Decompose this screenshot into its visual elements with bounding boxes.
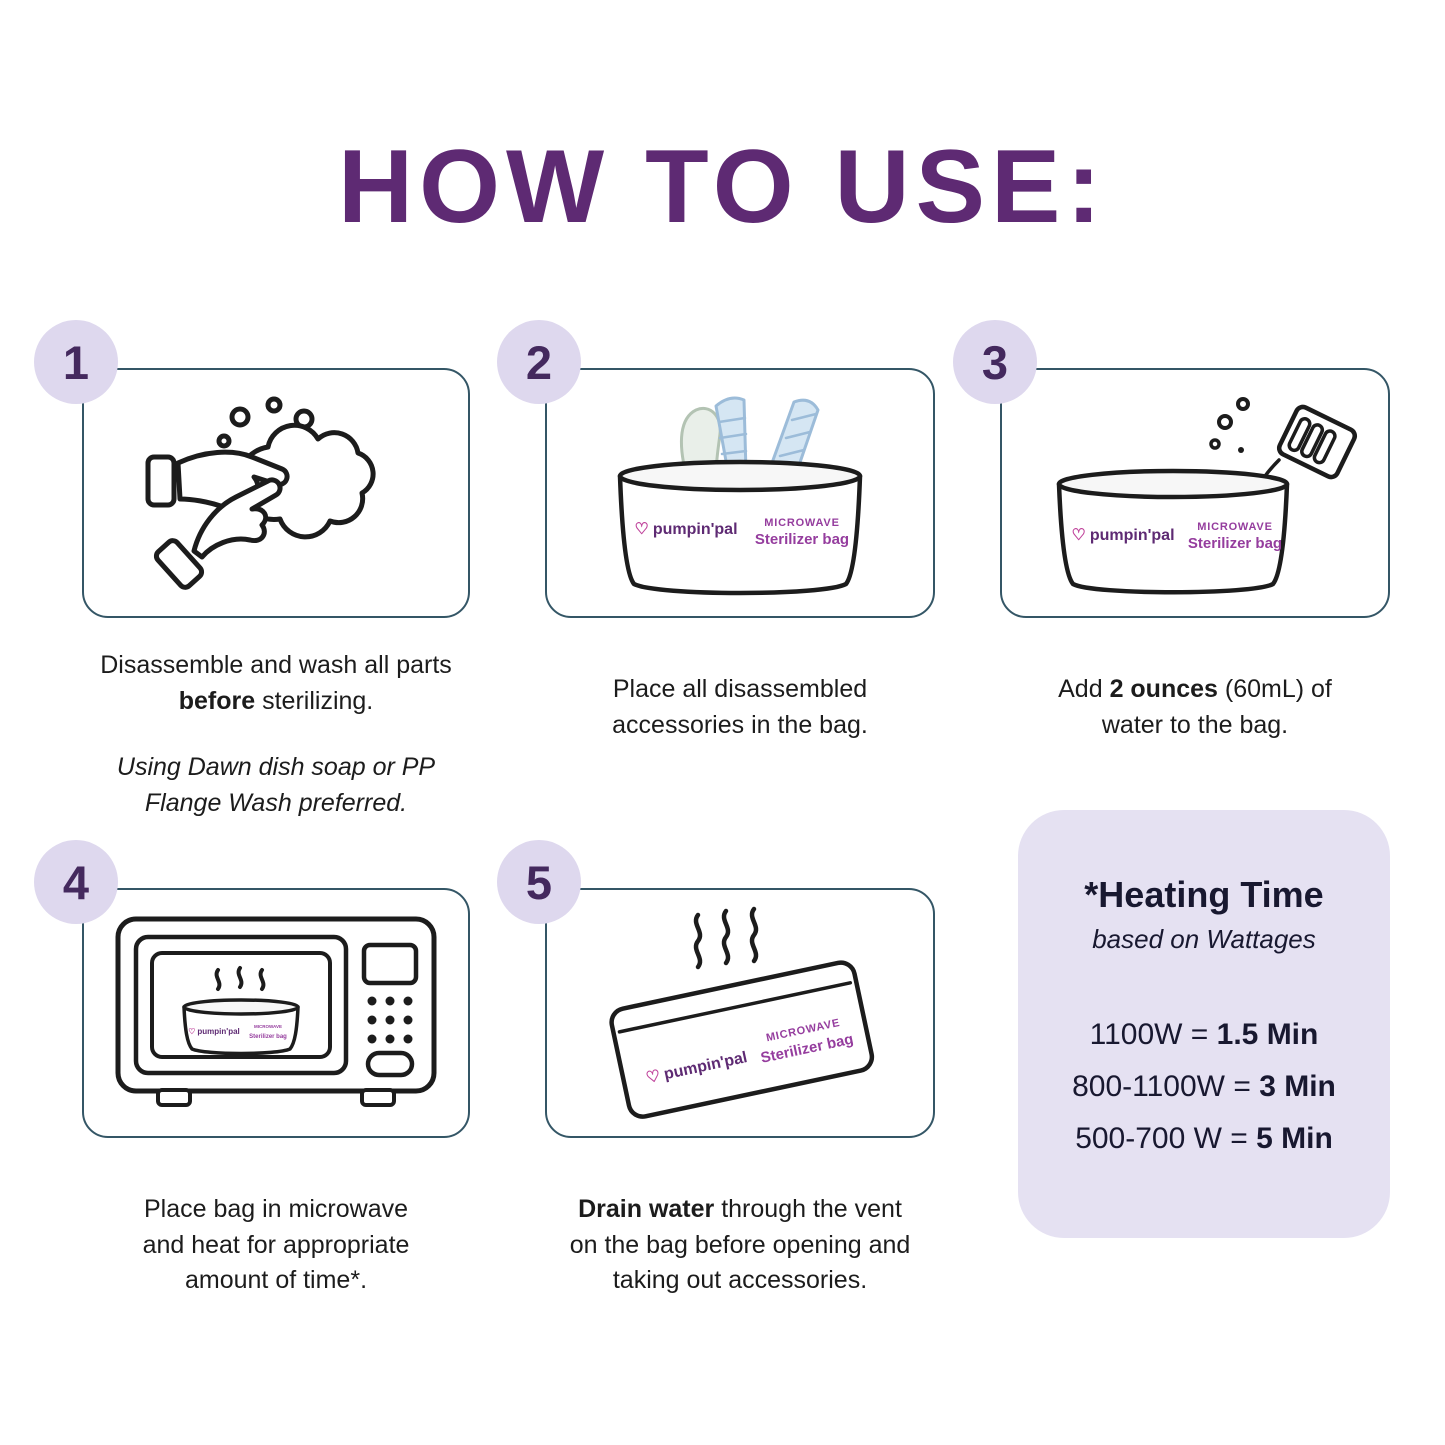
step-1-badge: 1 <box>34 320 118 404</box>
page-title: HOW TO USE: <box>338 129 1107 245</box>
heating-rows: 1100W = 1.5 Min 800-1100W = 3 Min 500-70… <box>1018 1009 1390 1165</box>
water-droplet <box>1238 447 1244 453</box>
mini-sterilizer-bag-icon: ♡pumpin'pal MICROWAVE Sterilizer bag <box>182 998 300 1056</box>
bubble-icon <box>229 406 251 428</box>
bag-brand-label: ♡pumpin'pal <box>188 1027 240 1036</box>
water-droplet <box>1236 397 1250 411</box>
step-4-illustration-box: ♡pumpin'pal MICROWAVE Sterilizer bag <box>82 888 470 1138</box>
bubble-icon <box>265 396 283 414</box>
microwave-foot <box>360 1088 396 1107</box>
water-droplet <box>1217 414 1233 430</box>
bag-opening <box>1056 468 1290 500</box>
step-5-badge: 5 <box>497 840 581 924</box>
step-2-badge: 2 <box>497 320 581 404</box>
heating-row: 800-1100W = 3 Min <box>1072 1070 1336 1103</box>
bag-body <box>182 1005 300 1056</box>
bag-body <box>609 960 875 1119</box>
pumpinpal-heart-icon: ♡ <box>645 1068 663 1088</box>
panel-display <box>361 942 419 986</box>
step-3-caption: Add 2 ounces (60mL) of water to the bag. <box>1058 675 1332 739</box>
hand-washing-icon <box>145 396 376 590</box>
steam-icon <box>693 906 759 970</box>
sterilizer-bag-drain-icon: ♡pumpin'pal MICROWAVE Sterilizer bag <box>609 906 875 1119</box>
panel-handle-button <box>365 1050 415 1078</box>
step-5-illustration-box: ♡pumpin'pal MICROWAVE Sterilizer bag <box>545 888 935 1138</box>
bag-sterilizer-label: Sterilizer bag <box>249 1034 287 1040</box>
bag-microwave-label: MICROWAVE <box>254 1024 282 1029</box>
pumpinpal-heart-icon: ♡ <box>1071 527 1085 544</box>
bag-microwave-label: MICROWAVE <box>764 517 839 529</box>
hand-cuff <box>145 454 177 508</box>
bag-opening <box>182 998 300 1016</box>
step-5-caption: Drain water through the vent on the bag … <box>569 1195 911 1294</box>
heating-time-panel: *Heating Time based on Wattages 1100W = … <box>1018 810 1390 1238</box>
step-3-badge: 3 <box>953 320 1037 404</box>
bag-brand-label: ♡pumpin'pal <box>634 521 737 538</box>
bag-sterilizer-label: Sterilizer bag <box>1188 535 1282 552</box>
bag-brand-label: ♡pumpin'pal <box>1071 527 1174 544</box>
bag-microwave-label: MICROWAVE <box>1197 521 1272 533</box>
bag-opening <box>617 459 863 493</box>
water-droplet <box>1209 438 1221 450</box>
bubble-icon <box>216 433 232 449</box>
heating-row: 500-700 W = 5 Min <box>1075 1122 1333 1155</box>
sterilizer-bag-with-accessories-icon: ♡pumpin'pal MICROWAVE Sterilizer bag <box>617 396 863 596</box>
steam-icon <box>214 966 266 991</box>
step-1-illustration-box <box>82 368 470 618</box>
step-3-illustration-box: ♡pumpin'pal MICROWAVE Sterilizer bag <box>1000 368 1390 618</box>
panel-buttons <box>367 996 413 1044</box>
bag-body <box>1056 481 1290 595</box>
microwave-foot <box>156 1088 192 1107</box>
pump-valve-part <box>679 407 722 476</box>
microwave-icon: ♡pumpin'pal MICROWAVE Sterilizer bag <box>115 916 437 1107</box>
step-4-caption: Place bag in microwave and heat for appr… <box>142 1195 410 1294</box>
flange-part <box>714 396 748 474</box>
step-1-caption: Disassemble and wash all parts before st… <box>100 651 452 715</box>
sterilizer-bag-add-water-icon: ♡pumpin'pal MICROWAVE Sterilizer bag <box>1056 397 1358 595</box>
step-4-badge: 4 <box>34 840 118 924</box>
tilted-bag: ♡pumpin'pal MICROWAVE Sterilizer bag <box>609 960 875 1119</box>
bag-sterilizer-label: Sterilizer bag <box>755 531 849 548</box>
heating-title: *Heating Time <box>1084 874 1324 915</box>
step-2-caption: Place all disassembled accessories in th… <box>612 675 868 739</box>
bag-opening-fold <box>617 981 853 1034</box>
pouring-hand-icon <box>1276 404 1358 480</box>
step-2-illustration-box: ♡pumpin'pal MICROWAVE Sterilizer bag <box>545 368 935 618</box>
step-1-note: Using Dawn dish soap or PP Flange Wash p… <box>116 753 436 817</box>
pumpinpal-heart-icon: ♡ <box>188 1027 195 1036</box>
pumpinpal-heart-icon: ♡ <box>634 521 648 538</box>
bag-body <box>617 473 863 596</box>
hand-cuff <box>153 538 205 590</box>
heating-row: 1100W = 1.5 Min <box>1089 1018 1319 1051</box>
lower-hand <box>191 477 283 560</box>
heating-subtitle: based on Wattages <box>1092 924 1316 954</box>
